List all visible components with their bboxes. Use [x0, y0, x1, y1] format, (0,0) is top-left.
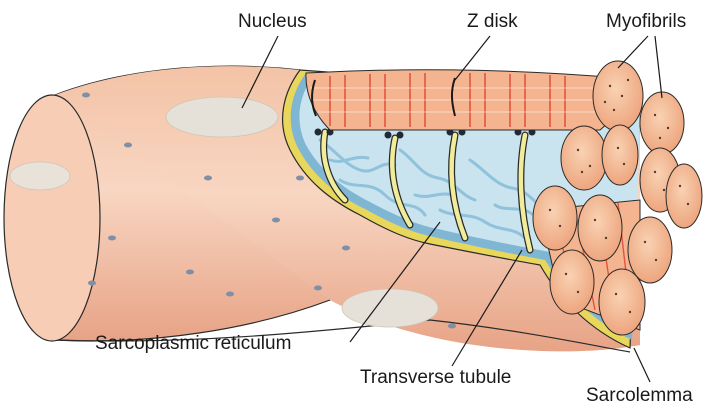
- label-nucleus: Nucleus: [238, 11, 307, 32]
- nucleus-shape-lower: [341, 288, 439, 328]
- transverse-tubules: [320, 128, 534, 254]
- z-disk-line: [451, 77, 456, 117]
- leader-transverse-tubule: [451, 249, 523, 367]
- leader-nucleus: [241, 35, 279, 109]
- leader-sarcolemma: [633, 347, 651, 383]
- surface-pores: [82, 92, 456, 329]
- label-sarcoplasmic-reticulum: Sarcoplasmic reticulum: [95, 333, 292, 354]
- sarcoplasmic-reticulum-network: [299, 78, 640, 332]
- fiber-end-cap: [3, 94, 101, 342]
- label-z-disk: Z disk: [467, 11, 518, 32]
- myofibril-cross-sections: [532, 60, 703, 336]
- reticulum-branches: [318, 138, 550, 240]
- label-myofibrils: Myofibrils: [606, 11, 687, 32]
- label-transverse-tubule: Transverse tubule: [360, 367, 512, 388]
- nucleus-shape: [165, 96, 279, 138]
- leader-z-disk: [454, 35, 491, 81]
- leader-lines: [241, 35, 663, 383]
- label-sarcolemma: Sarcolemma: [586, 385, 693, 406]
- myofilament-dots: [548, 78, 690, 314]
- leader-myofibrils-b: [654, 35, 663, 99]
- leader-sarcoplasmic-reticulum: [349, 221, 441, 343]
- leader-myofibrils-a: [617, 35, 649, 69]
